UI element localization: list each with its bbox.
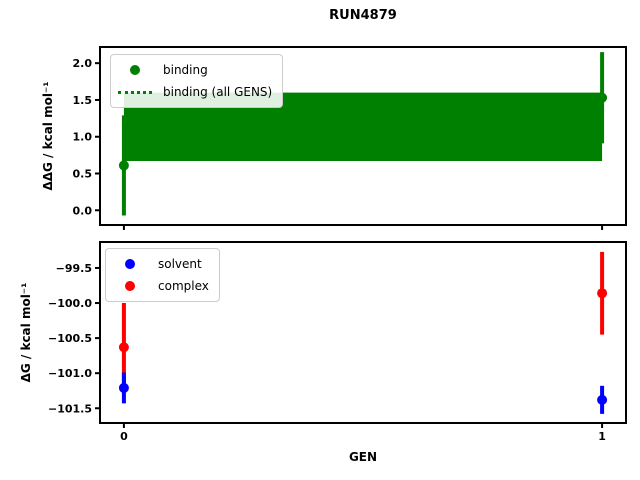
complex-point	[118, 342, 129, 353]
legend-dotted-line-icon	[118, 90, 152, 94]
y-tick-label: 1.5	[73, 94, 93, 107]
y-tick-label: −101.0	[48, 367, 92, 380]
legend-label: complex	[158, 279, 209, 293]
solvent-point	[597, 394, 608, 405]
legend-label: binding (all GENS)	[163, 85, 273, 99]
legend-item-complex: complex	[113, 275, 209, 297]
y-axis-label: ΔΔG / kcal mol⁻¹	[41, 81, 55, 190]
y-tick-label: 2.0	[73, 57, 93, 70]
x-tick-label: 0	[120, 430, 128, 443]
bottom-plot-legs: −99.5 −100.0 −100.5 −101.0 −101.5 0 1 ΔG / kcal…	[19, 241, 627, 464]
axes-frame	[99, 241, 627, 424]
legend-dot-icon	[113, 281, 147, 291]
y-tick-label: 1.0	[73, 131, 93, 144]
x-tick-label: 1	[598, 430, 606, 443]
binding-point	[118, 160, 129, 171]
legend-label: binding	[163, 63, 208, 77]
solvent-point	[118, 382, 129, 393]
legend-dot-icon	[113, 259, 147, 269]
y-axis-label: ΔG / kcal mol⁻¹	[19, 283, 33, 383]
top-plot-legend: binding binding (all GENS)	[110, 54, 284, 108]
y-tick-label: −101.5	[48, 402, 92, 415]
legend-item-binding-all-gens: binding (all GENS)	[118, 81, 272, 103]
y-tick-label: −100.0	[48, 297, 92, 310]
y-tick-label: 0.0	[73, 204, 93, 217]
legend-item-binding: binding	[118, 59, 272, 81]
figure-title: RUN4879	[329, 8, 397, 23]
legend-item-solvent: solvent	[113, 253, 209, 275]
binding-point	[597, 92, 608, 103]
legend-label: solvent	[158, 257, 202, 271]
complex-point	[597, 288, 608, 299]
legend-dot-icon	[118, 65, 152, 75]
x-axis-label: GEN	[349, 450, 377, 464]
y-tick-label: −100.5	[48, 332, 92, 345]
bottom-plot-legend: solvent complex	[105, 248, 220, 302]
y-tick-label: −99.5	[56, 262, 92, 275]
y-tick-label: 0.5	[73, 168, 93, 181]
